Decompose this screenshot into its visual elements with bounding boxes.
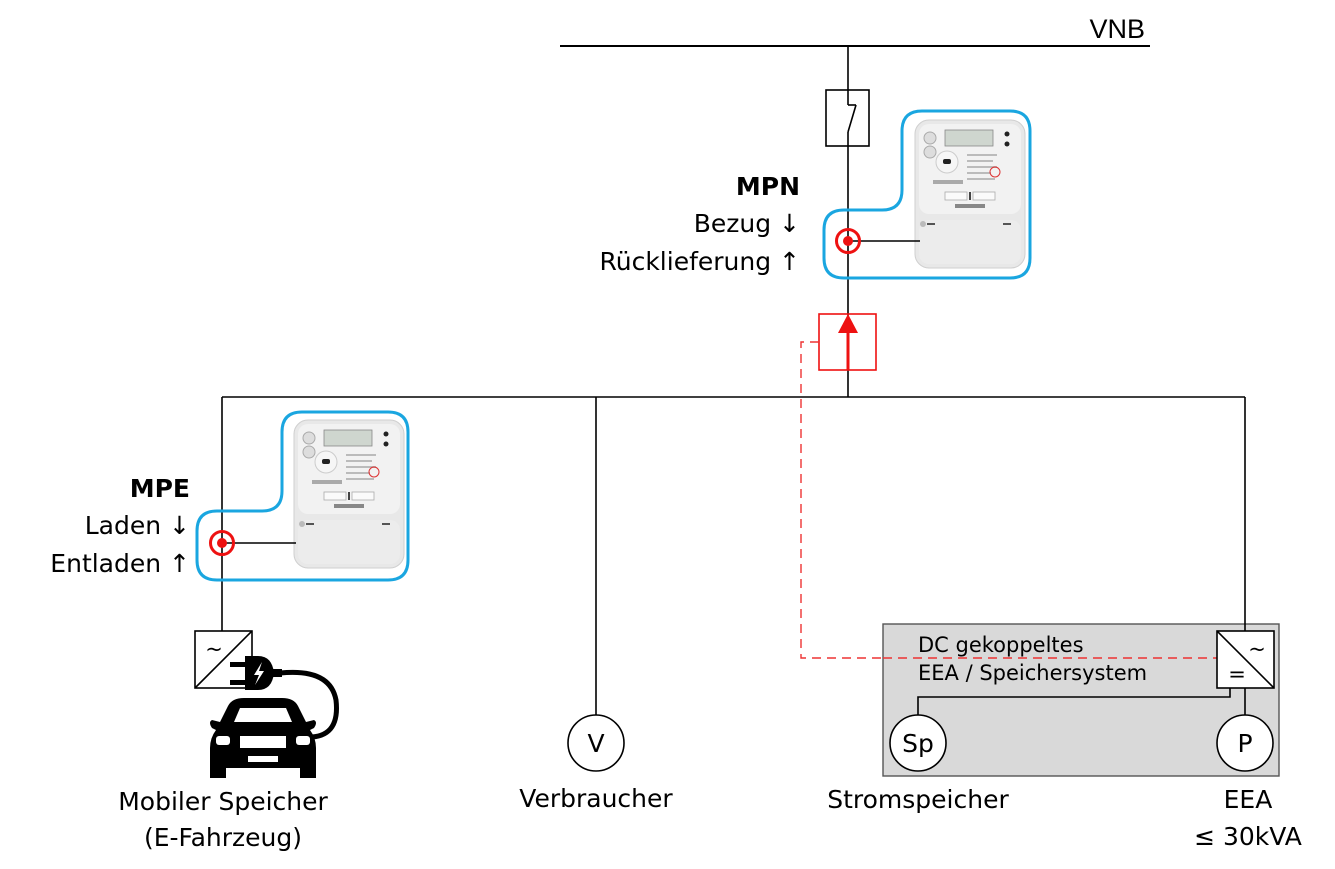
dc-system-label-line2: EEA / Speichersystem xyxy=(918,661,1147,685)
storage-dc-line xyxy=(917,688,1231,715)
storage-label: Stromspeicher xyxy=(827,785,1009,814)
svg-text:P: P xyxy=(1237,729,1252,758)
ev-inverter-icon: ~ xyxy=(194,630,253,689)
generator-label-line2: ≤ 30kVA xyxy=(1194,822,1302,851)
ev-plug-icon xyxy=(230,656,282,690)
control-signal-dashed-line xyxy=(800,341,1218,659)
main-switch-icon xyxy=(825,89,870,147)
svg-text:=: = xyxy=(1228,662,1246,686)
ev-cable xyxy=(279,669,339,740)
mpe-meter-icon xyxy=(293,419,405,569)
load-symbol: V xyxy=(567,714,625,772)
mpn-meter-outline xyxy=(822,109,1032,280)
dc-system-box xyxy=(882,623,1280,777)
mpe-measure-point-icon xyxy=(209,530,235,556)
load-label: Verbraucher xyxy=(519,784,673,813)
mpn-import-label: Bezug ↓ xyxy=(694,209,800,238)
mpn-measure-point-icon xyxy=(835,228,861,254)
direction-sensor-icon xyxy=(818,313,877,371)
grid-label: VNB xyxy=(1089,14,1145,44)
mpn-export-label: Rücklieferung ↑ xyxy=(599,247,800,276)
electric-car-icon xyxy=(210,698,316,778)
dc-system-label-line1: DC gekoppeltes xyxy=(918,633,1084,657)
mpe-discharge-label: Entladen ↑ xyxy=(50,549,190,578)
dc-inverter-icon: ~ = xyxy=(1216,630,1275,689)
svg-text:~: ~ xyxy=(1248,637,1266,661)
ev-label-line1: Mobiler Speicher xyxy=(118,787,328,816)
svg-text:~: ~ xyxy=(205,637,223,661)
mpn-meter-icon xyxy=(914,119,1026,269)
mpe-title: MPE xyxy=(130,474,190,503)
generator-label-line1: EEA xyxy=(1224,785,1273,814)
svg-text:Sp: Sp xyxy=(902,729,934,758)
storage-symbol: Sp xyxy=(889,714,947,772)
svg-text:V: V xyxy=(587,729,604,758)
ev-label-line2: (E-Fahrzeug) xyxy=(144,823,302,852)
mpe-charge-label: Laden ↓ xyxy=(85,511,190,540)
generator-symbol: P xyxy=(1216,714,1274,772)
mpe-meter-outline xyxy=(195,410,410,582)
mpn-title: MPN xyxy=(736,172,800,201)
